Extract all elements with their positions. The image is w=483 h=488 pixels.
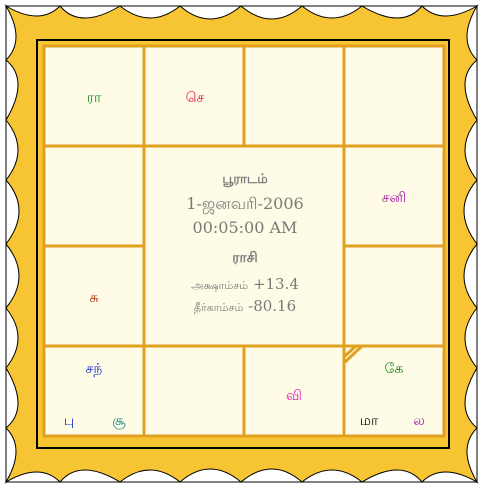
birth-date: 1-ஜனவரி-2006	[145, 194, 345, 215]
house-5	[344, 246, 444, 346]
planet-mercury: பு	[64, 413, 74, 429]
longitude-value: -80.16	[248, 297, 296, 315]
house-9	[44, 346, 144, 436]
planet-moon: சந்	[86, 361, 103, 377]
planet-ketu: கே	[385, 361, 404, 377]
latitude-row: அக்ஷாம்சம் +13.4	[145, 275, 345, 294]
longitude-row: தீர்காம்சம் -80.16	[145, 297, 345, 316]
longitude-label: தீர்காம்சம்	[194, 301, 244, 314]
planet-sun: சூ	[112, 413, 125, 429]
ascendant-lagna: ல	[413, 413, 425, 429]
house-3	[344, 46, 444, 146]
nakshatra-label: பூராடம்	[145, 172, 345, 188]
planet-venus: சு	[89, 290, 98, 306]
planet-rahu: ரா	[87, 90, 102, 106]
latitude-label: அக்ஷாம்சம்	[191, 279, 248, 292]
planet-mars: செ	[186, 90, 205, 106]
house-8	[144, 346, 244, 436]
house-2	[244, 46, 344, 146]
planet-maandi: மா	[360, 413, 379, 429]
chart-details: பூராடம் 1-ஜனவரி-2006 00:05:00 AM ராசி அக…	[145, 146, 345, 346]
planet-jupiter: வி	[286, 388, 302, 404]
chart-name: ராசி	[145, 250, 345, 268]
house-11	[44, 146, 144, 246]
latitude-value: +13.4	[253, 275, 299, 293]
birth-time: 00:05:00 AM	[145, 218, 345, 237]
planet-saturn: சனி	[382, 190, 407, 206]
